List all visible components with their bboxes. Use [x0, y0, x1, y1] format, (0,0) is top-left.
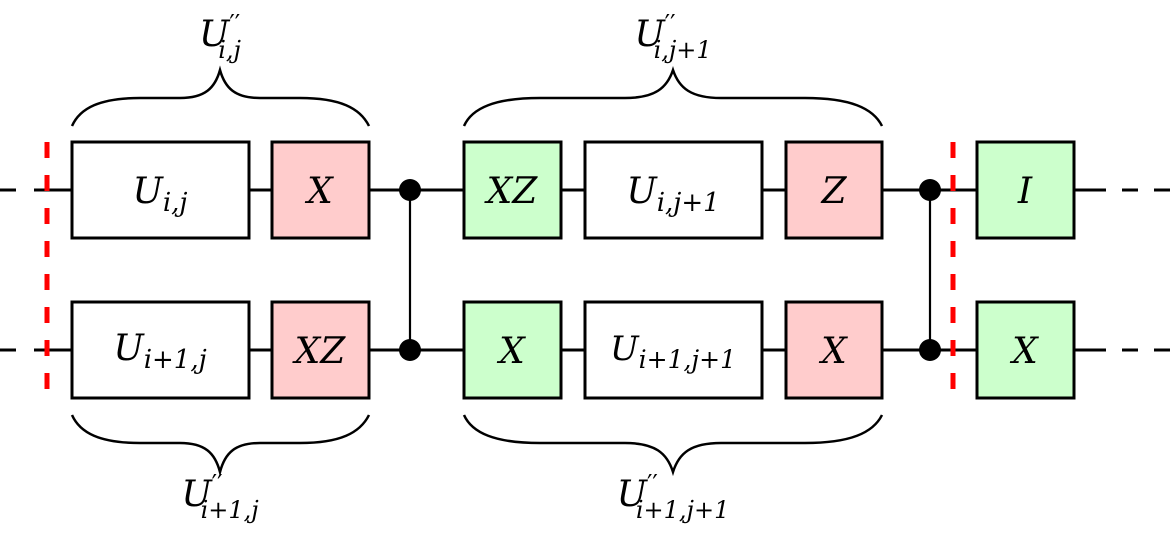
- brace-bottom-1: [70, 414, 371, 477]
- gate-U-i+1-j: [70, 300, 251, 400]
- brace-bottom-2: [462, 414, 884, 477]
- gate-X-pink: [270, 140, 371, 240]
- gate-U-i-j+1: [583, 140, 764, 240]
- gate-XZ-pink: [270, 300, 371, 400]
- gate-label: I: [1017, 171, 1033, 212]
- gate-label: Ui+1,j+1: [610, 329, 736, 374]
- gate-label: Ui,j: [133, 171, 188, 218]
- control-dot: [399, 179, 421, 201]
- brace-label-top-1: U′′i,j: [199, 10, 242, 64]
- gate-Z-pink: [784, 140, 884, 240]
- gate-X-pink: [784, 300, 884, 400]
- brace-top-1: [70, 65, 371, 127]
- gate-XZ-green: [462, 140, 563, 240]
- gate-label: Z: [820, 171, 847, 212]
- gate-label: X: [818, 331, 848, 372]
- gates-top: [70, 140, 1076, 240]
- brace-top-2: [462, 66, 884, 127]
- gate-label: X: [496, 331, 526, 372]
- brace-label-bottom-1: U′′i+1,j: [181, 470, 259, 524]
- gate-label: X: [1009, 331, 1039, 372]
- control-dot: [399, 339, 421, 361]
- control-dot: [919, 179, 941, 201]
- control-dot: [919, 339, 941, 361]
- gate-label: XZ: [292, 331, 347, 372]
- gate-X-green: [462, 300, 563, 400]
- cz-gate-1: [399, 179, 421, 361]
- cut-lines: [44, 142, 956, 400]
- cz-gate-2: [919, 179, 941, 361]
- gate-label: XZ: [484, 171, 539, 212]
- gate-I-green: [975, 140, 1076, 240]
- gate-U-i+1-j+1: [583, 300, 764, 400]
- brace-label-top-2: U′′i,j+1: [634, 10, 711, 64]
- gate-label: Ui,j+1: [626, 171, 719, 218]
- brace-label-bottom-2: U′′i+1,j+1: [617, 470, 730, 524]
- gates-bottom: [70, 300, 1076, 400]
- braces: [70, 65, 884, 477]
- gate-label: Ui+1,j: [113, 328, 206, 375]
- gate-U-i-j: [70, 140, 251, 240]
- gate-label: X: [304, 171, 334, 212]
- gate-X-green: [975, 300, 1076, 400]
